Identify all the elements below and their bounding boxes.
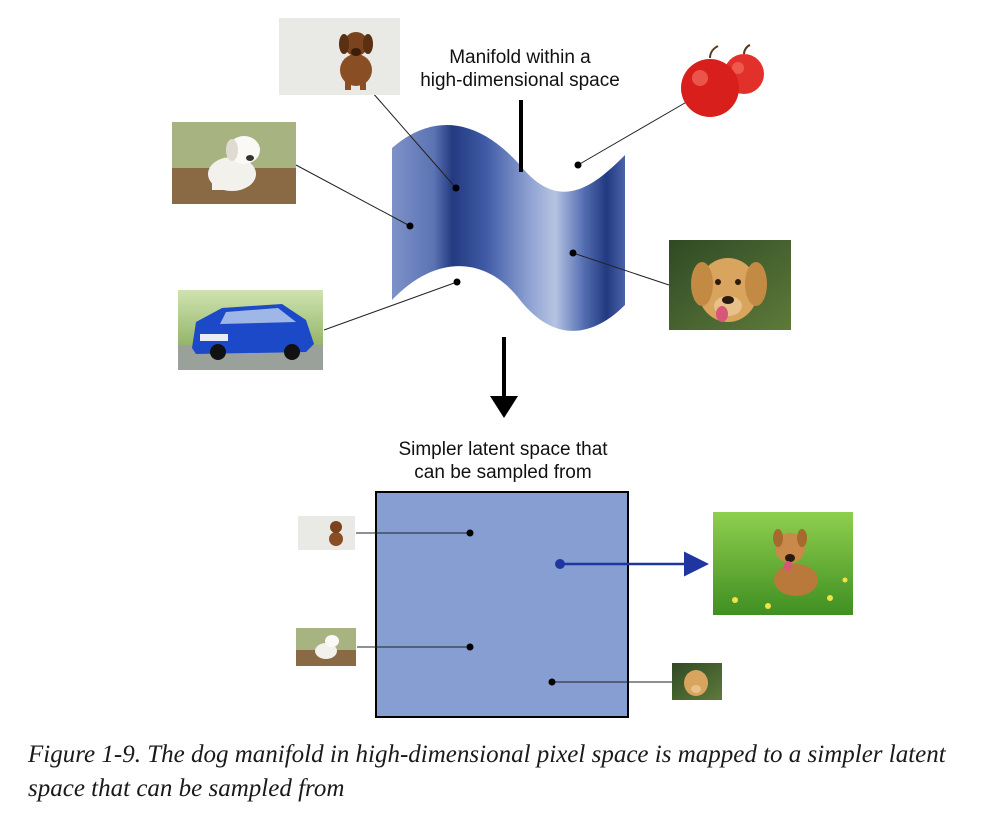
dog-photo-icon (669, 240, 791, 330)
manifold-points (406, 161, 582, 286)
puppy-photo-icon (279, 18, 400, 95)
latent-space-box (375, 491, 629, 718)
car-photo-icon (178, 290, 323, 370)
latent-connectors (356, 532, 672, 683)
manifold-sheet (392, 125, 625, 331)
manifold-label: Manifold within a high-dimensional space (410, 46, 630, 92)
puppy-photo-icon (172, 122, 296, 204)
latent-label-line1: Simpler latent space that (398, 439, 608, 460)
dog-photo-icon (672, 663, 722, 700)
sample-arrow (555, 551, 709, 577)
generated-dog-photo-icon (713, 512, 853, 615)
latent-label-line2: can be sampled from (414, 462, 592, 483)
latent-points (466, 529, 556, 686)
latent-space-label: Simpler latent space that can be sampled… (380, 438, 626, 484)
puppy-photo-icon (296, 628, 356, 666)
apple-photo-icon (681, 44, 764, 117)
mapping-arrow (490, 337, 518, 418)
puppy-photo-icon (298, 516, 355, 550)
manifold-label-line2: high-dimensional space (420, 70, 620, 91)
manifold-connectors (295, 91, 691, 331)
figure-caption: Figure 1-9. The dog manifold in high-dim… (28, 741, 946, 802)
manifold-label-line1: Manifold within a (449, 47, 591, 68)
